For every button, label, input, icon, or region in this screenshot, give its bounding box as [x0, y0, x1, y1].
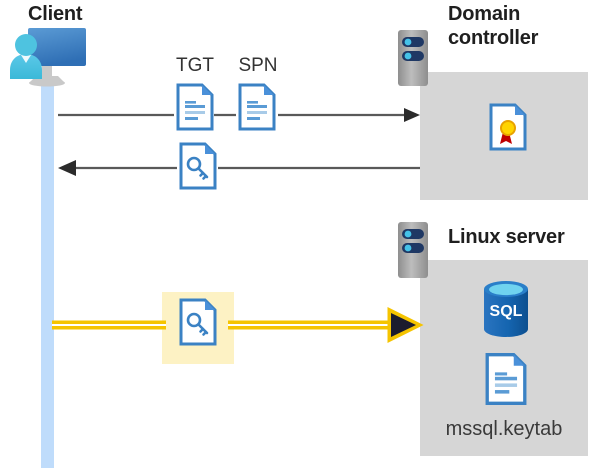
tgt-document-icon — [176, 83, 214, 131]
linux-server-rack-icon — [398, 222, 428, 278]
page-title-domain-controller: Domain controller — [448, 3, 539, 49]
sql-database-icon: SQL — [480, 280, 532, 338]
arrow-client-to-linux — [52, 306, 424, 344]
spn-document-icon — [238, 83, 276, 131]
keytab-document-icon — [485, 352, 527, 406]
certificate-document-icon — [489, 103, 527, 151]
client-workstation-icon — [8, 26, 92, 92]
tgt-label: TGT — [176, 55, 214, 76]
presented-ticket-key-document-icon — [179, 298, 217, 346]
client-lifeline — [41, 78, 54, 468]
page-title-client: Client — [28, 3, 83, 25]
spn-label: SPN — [238, 55, 278, 76]
arrow-client-to-dc — [58, 108, 420, 122]
domain-controller-server-rack-icon — [398, 30, 428, 86]
ticket-key-document-icon — [179, 142, 217, 190]
sql-icon-text: SQL — [490, 303, 523, 320]
arrow-dc-to-client — [58, 160, 420, 176]
page-title-linux-server: Linux server — [448, 226, 565, 248]
keytab-filename-label: mssql.keytab — [445, 418, 563, 440]
